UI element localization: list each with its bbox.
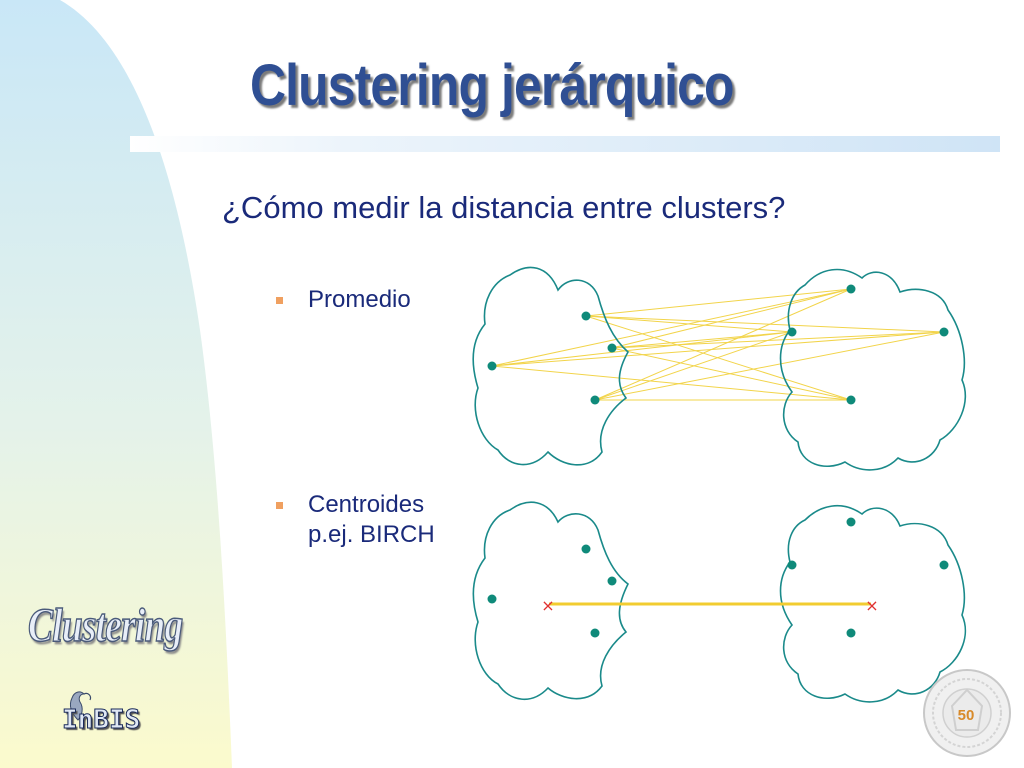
university-seal-icon xyxy=(923,669,1011,757)
average-link-line xyxy=(611,288,852,349)
average-links xyxy=(491,288,945,401)
teal-dot-icon xyxy=(590,395,600,405)
teal-dot-icon xyxy=(607,576,617,586)
orange-square-icon xyxy=(276,502,283,509)
teal-dot-icon xyxy=(607,343,617,353)
average-link-line xyxy=(491,365,852,401)
teal-dot-icon xyxy=(787,560,797,570)
teal-dot-icon xyxy=(487,594,497,604)
centroid-marker-left: × xyxy=(541,596,554,615)
teal-dot-icon xyxy=(846,517,856,527)
average-link-line xyxy=(585,288,852,317)
sidebar-background xyxy=(0,0,232,768)
teal-dot-icon xyxy=(939,560,949,570)
average-link-line xyxy=(611,331,793,349)
average-link-line xyxy=(594,331,945,401)
average-link-line xyxy=(585,315,852,401)
slide-question: ¿Cómo medir la distancia entre clusters? xyxy=(222,190,786,225)
bullet-promedio: Promedio xyxy=(276,285,411,315)
clustering-logo: Clustering xyxy=(27,598,183,653)
orange-square-icon xyxy=(276,297,283,304)
average-link-line xyxy=(611,331,945,349)
bullet-centroides-line2: p.ej. BIRCH xyxy=(308,521,435,548)
average-link-line xyxy=(491,331,945,367)
teal-dot-icon xyxy=(581,311,591,321)
teal-dot-icon xyxy=(487,361,497,371)
average-link-line xyxy=(491,288,852,367)
bullet-centroides-line1: Centroides xyxy=(308,491,425,518)
centroid-marker-right: × xyxy=(865,596,878,615)
bullet-promedio-line1: Promedio xyxy=(308,286,411,313)
slide-title: Clustering jerárquico xyxy=(250,53,734,118)
points-top xyxy=(487,284,949,405)
cluster-outline-left-bottom xyxy=(472,501,630,701)
cluster-outline-right-bottom xyxy=(779,505,967,703)
average-link-line xyxy=(594,331,793,401)
page-number: 50 xyxy=(957,707,975,724)
average-link-line xyxy=(585,315,945,333)
institute-logo: InBIS xyxy=(61,705,141,736)
teal-dot-icon xyxy=(846,284,856,294)
bullet-centroides: Centroides p.ej. BIRCH xyxy=(276,490,435,550)
cluster-outline-right-top xyxy=(779,268,967,471)
average-link-line xyxy=(611,347,852,401)
teal-dot-icon xyxy=(787,327,797,337)
average-link-line xyxy=(594,288,852,401)
cluster-outline-left-top xyxy=(472,266,630,466)
ibis-bird-icon xyxy=(69,691,92,721)
points-bottom xyxy=(487,517,949,638)
average-link-line xyxy=(491,331,793,367)
teal-dot-icon xyxy=(846,395,856,405)
teal-dot-icon xyxy=(590,628,600,638)
title-underline-bar xyxy=(130,136,1000,152)
teal-dot-icon xyxy=(846,628,856,638)
teal-dot-icon xyxy=(581,544,591,554)
teal-dot-icon xyxy=(939,327,949,337)
